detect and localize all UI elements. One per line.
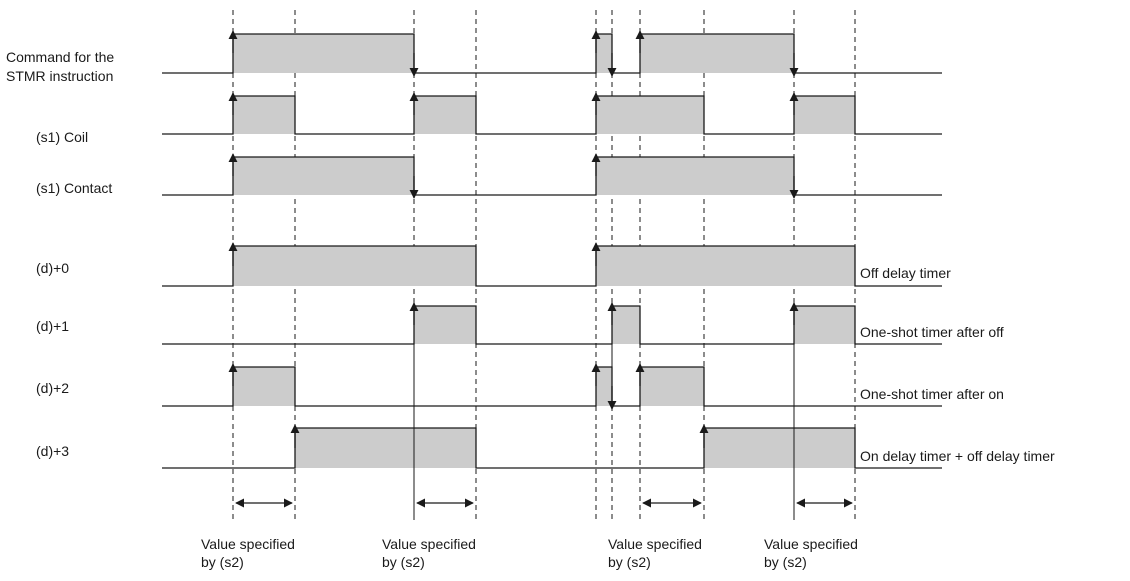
- d2-label: (d)+2: [36, 380, 69, 396]
- value-label-line2: by (s2): [382, 554, 425, 570]
- s1-coil-signal: [162, 92, 942, 135]
- command-label-line1: Command for the: [6, 49, 114, 65]
- value-label-line1: Value specified: [201, 536, 295, 552]
- value-label-line1: Value specified: [764, 536, 858, 552]
- s1-coil-label: (s1) Coil: [36, 129, 88, 145]
- one-shot-after-off-label: One-shot timer after off: [860, 324, 1004, 340]
- d0-label: (d)+0: [36, 260, 69, 276]
- value-label-line2: by (s2): [201, 554, 244, 570]
- on-off-delay-timer-label: On delay timer + off delay timer: [860, 448, 1055, 464]
- value-label-line2: by (s2): [608, 554, 651, 570]
- d3-label: (d)+3: [36, 443, 69, 459]
- value-label-line1: Value specified: [382, 536, 476, 552]
- d3-signal: [162, 424, 942, 469]
- off-delay-timer-label: Off delay timer: [860, 265, 951, 281]
- command-label-line2: STMR instruction: [6, 68, 113, 84]
- s1-contact-label: (s1) Contact: [36, 180, 112, 196]
- dimension-extension-lines: [413, 344, 795, 520]
- bottom-value-labels: Value specified by (s2) Value specified …: [201, 536, 858, 570]
- d0-signal: [162, 242, 942, 287]
- command-signal: [162, 30, 942, 77]
- value-label-line2: by (s2): [764, 554, 807, 570]
- d1-signal: [162, 302, 942, 345]
- d2-signal: [162, 363, 942, 410]
- d1-label: (d)+1: [36, 318, 69, 334]
- s1-contact-signal: [162, 153, 942, 199]
- value-label-line1: Value specified: [608, 536, 702, 552]
- one-shot-after-on-label: One-shot timer after on: [860, 386, 1004, 402]
